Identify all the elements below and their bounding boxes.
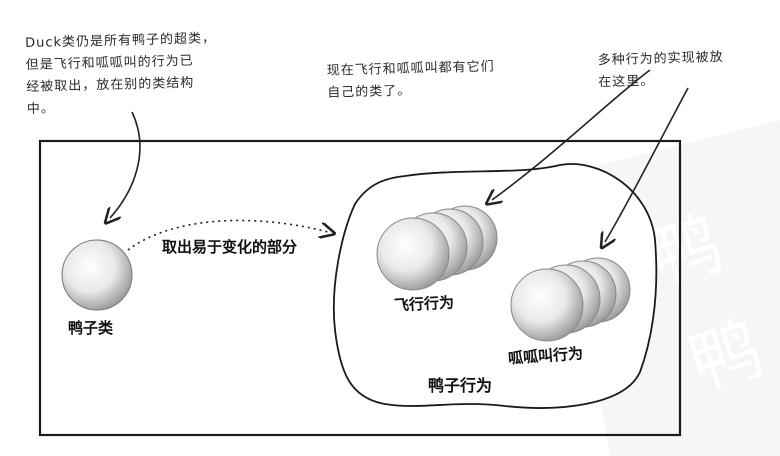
implementations-arrow-2 bbox=[605, 87, 689, 242]
label-extract-variable: 取出易于变化的部分 bbox=[162, 238, 298, 256]
implementations-arrow-1 bbox=[492, 69, 651, 200]
note-own-classes: 现在飞行和呱呱叫都有它们 自己的类了。 bbox=[326, 59, 495, 101]
duck-class-ball bbox=[61, 239, 133, 311]
duck-note-arrow bbox=[110, 111, 141, 218]
note-duck-superclass: Duck类仍是所有鸭子的超类， 但是飞行和呱呱叫的行为已 经被取出，放在别的类结… bbox=[24, 31, 217, 117]
note-implementations: 多种行为的实现被放 在这里。 bbox=[597, 49, 724, 91]
quack-behavior-stack bbox=[510, 257, 631, 342]
fly-behavior-stack bbox=[376, 205, 498, 291]
label-fly-behavior: 飞行行为 bbox=[393, 293, 455, 315]
label-duck-class: 鸭子类 bbox=[68, 319, 114, 337]
diagram-frame bbox=[38, 139, 682, 437]
label-duck-behaviors: 鸭子行为 bbox=[428, 376, 493, 395]
